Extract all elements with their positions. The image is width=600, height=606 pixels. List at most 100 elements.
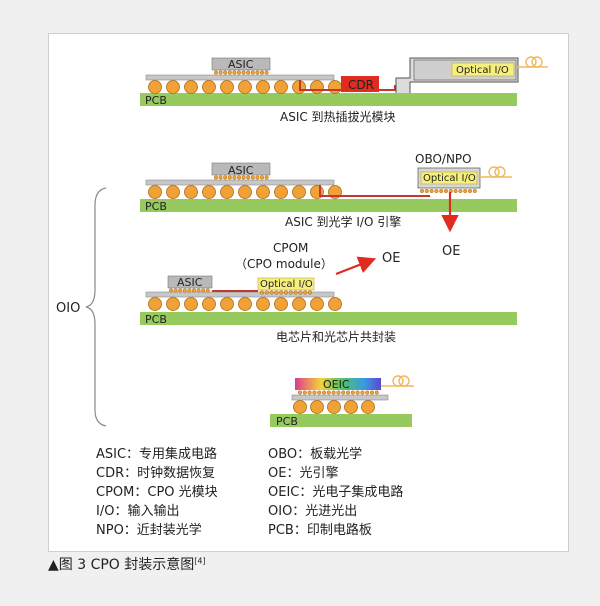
row3-micro-bumps: [168, 288, 313, 295]
solder-ball: [328, 80, 342, 94]
row1-solder-balls: [148, 80, 342, 94]
micro-bump: [434, 188, 439, 194]
legend-cpom: CPOM：CPO 光模块: [96, 485, 218, 500]
solder-ball: [184, 80, 198, 94]
micro-bump: [467, 188, 473, 194]
micro-bump: [317, 390, 322, 395]
legend-asic: ASIC：专用集成电路: [96, 447, 218, 462]
micro-bump: [429, 188, 434, 194]
figure-caption-text: ▲图 3 CPO 封装示意图: [48, 557, 195, 573]
micro-bump: [288, 290, 293, 295]
row2-optical-io-label: Optical I/O: [423, 173, 476, 184]
row1-cdr-label: CDR: [348, 78, 374, 92]
row4-solder-balls: [293, 400, 375, 414]
micro-bump: [321, 390, 327, 395]
micro-bump: [355, 390, 360, 395]
micro-bump: [453, 188, 458, 194]
solder-ball: [274, 80, 288, 94]
oio-label: OIO: [56, 301, 80, 316]
row2-obo-bumps: [419, 188, 477, 194]
figure-caption: ▲图 3 CPO 封装示意图[4]: [48, 554, 206, 574]
legend-cdr: CDR：时钟数据恢复: [96, 466, 216, 481]
micro-bump: [168, 288, 174, 293]
solder-ball: [202, 80, 216, 94]
micro-bump: [191, 288, 197, 293]
row2-pcb: [140, 199, 517, 212]
micro-bump: [458, 188, 463, 194]
micro-bump: [213, 175, 219, 180]
micro-bump: [264, 175, 269, 180]
micro-bump: [331, 390, 336, 395]
row2-module-label: OBO/NPO: [415, 152, 472, 166]
row2-micro-bumps: [213, 175, 269, 180]
micro-bump: [439, 188, 444, 194]
micro-bump: [424, 188, 429, 194]
micro-bump: [259, 70, 265, 75]
micro-bump: [213, 70, 219, 75]
row4-oeic: PCB OEIC: [270, 375, 414, 428]
micro-bump: [223, 70, 228, 75]
row1-pcb: [140, 93, 517, 106]
solder-ball: [361, 400, 375, 414]
row1-asic-die: [211, 57, 271, 71]
micro-bump: [255, 175, 260, 180]
solder-ball: [310, 80, 324, 94]
solder-ball: [274, 297, 288, 311]
legend-io: I/O：输入输出: [96, 504, 180, 519]
row4-oeic-label: OEIC: [323, 378, 350, 391]
micro-bump: [255, 70, 260, 75]
solder-ball: [166, 185, 180, 199]
micro-bump: [227, 70, 232, 75]
micro-bump: [326, 390, 331, 395]
solder-ball: [256, 185, 270, 199]
solder-ball: [327, 400, 341, 414]
micro-bump: [187, 288, 192, 293]
micro-bump: [307, 390, 312, 395]
micro-bump: [246, 70, 251, 75]
solder-ball: [310, 400, 324, 414]
micro-bump: [293, 290, 298, 295]
legend-oio: OIO：光进光出: [268, 504, 358, 519]
row4-substrate: [291, 394, 389, 401]
row1-pcb-label: PCB: [145, 94, 167, 107]
micro-bump: [443, 188, 449, 194]
micro-bump: [241, 70, 246, 75]
row3-pcb: [140, 312, 517, 325]
row2-optical-io: [420, 171, 478, 185]
row3-pcb-label: PCB: [145, 313, 167, 326]
row2-asic-die: [211, 162, 271, 176]
row1-fiber-icon: [516, 56, 548, 68]
row2-trace: [319, 185, 430, 197]
row3-optical-io: [257, 277, 315, 291]
micro-bump: [297, 390, 303, 395]
row4-pcb: [270, 414, 412, 427]
row3-co-packaged: CPOM （CPO module） OE PCB ASIC Optical I/…: [140, 241, 517, 344]
solder-ball: [166, 297, 180, 311]
solder-ball: [220, 297, 234, 311]
micro-bump: [236, 175, 242, 180]
micro-bump: [419, 188, 425, 194]
solder-ball: [184, 185, 198, 199]
row3-optical-io-label: Optical I/O: [260, 279, 313, 290]
micro-bump: [218, 175, 223, 180]
micro-bump: [374, 390, 379, 395]
micro-bump: [236, 70, 242, 75]
solder-ball: [148, 297, 162, 311]
micro-bump: [223, 175, 228, 180]
solder-ball: [344, 400, 358, 414]
row2-solder-balls: [148, 185, 342, 199]
micro-bump: [264, 290, 269, 295]
micro-bump: [227, 175, 232, 180]
row2-asic-to-optical-engine: PCB ASIC OBO/NPO Optical I/O OE ASIC 到光学…: [140, 152, 517, 259]
row4-micro-bumps: [297, 390, 379, 395]
micro-bump: [303, 290, 308, 295]
micro-bump: [365, 390, 370, 395]
micro-bump: [196, 288, 201, 293]
row2-oe-label: OE: [442, 244, 460, 259]
row4-oeic-die: [295, 378, 381, 390]
oio-bracket: [85, 187, 107, 427]
legend-oe: OE：光引擎: [268, 466, 339, 481]
micro-bump: [259, 175, 265, 180]
micro-bump: [312, 390, 317, 395]
